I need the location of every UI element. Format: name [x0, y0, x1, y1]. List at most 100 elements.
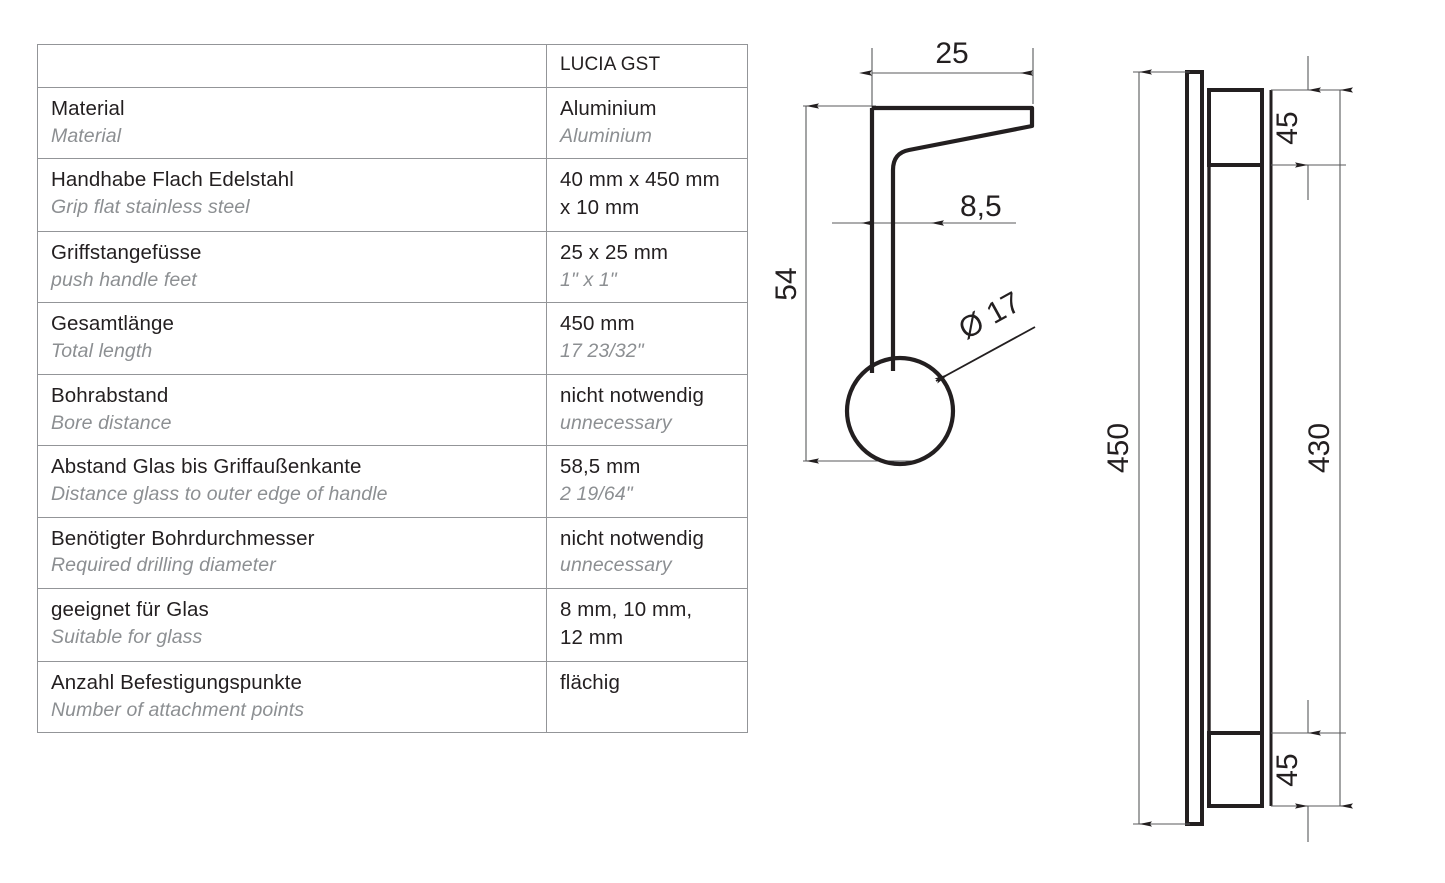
row-label-en: Bore distance — [51, 411, 172, 434]
elevation-foot-top — [1207, 88, 1264, 167]
row-value-cell: flächig — [546, 660, 748, 734]
table-row: geeignet für Glas Suitable for glass 8 m… — [37, 587, 748, 662]
profile-round-bar — [844, 355, 956, 467]
row-value-de: Aluminium — [560, 96, 657, 120]
profile-hook-outline — [872, 105, 1035, 371]
dimension-label-54: 54 — [770, 267, 803, 300]
dimension-label-diameter-17: Ø 17 — [953, 286, 1026, 346]
row-label-pad: Benötigter Bohrdurchmesser Required dril… — [38, 518, 546, 588]
row-label-pad: Gesamtlänge Total length — [38, 303, 546, 373]
row-value-de: flächig — [560, 670, 620, 694]
row-value-pad: Aluminium Aluminium — [547, 88, 747, 158]
dimension-height-54: 54 — [770, 103, 819, 464]
row-value-pad: flächig — [547, 662, 747, 706]
row-label-en: Required drilling diameter — [51, 554, 276, 577]
row-label-de: Bohrabstand — [51, 383, 169, 407]
row-label-pad: Bohrabstand Bore distance — [38, 375, 546, 445]
row-label-cell: Abstand Glas bis Griffaußenkante Distanc… — [37, 445, 547, 518]
row-label-cell: Material Material — [37, 86, 547, 160]
dimension-foot-top-45: 45 — [1271, 56, 1321, 200]
section-view-group: 25 54 8,5 Ø 17 — [770, 37, 1036, 467]
row-label-cell: Griffstangefüsse push handle feet — [37, 230, 547, 304]
row-label-de: Anzahl Befestigungspunkte — [51, 670, 302, 694]
table-row: Material Material Aluminium Aluminium — [37, 86, 748, 160]
row-value-de: 58,5 mm — [560, 455, 641, 479]
row-label-de: Gesamtlänge — [51, 312, 175, 336]
table-body: LUCIA GST Material Material Aluminium Al… — [37, 44, 748, 734]
dimension-width-25: 25 — [859, 37, 1033, 76]
row-value-pad: 25 x 25 mm 1" x 1" — [547, 232, 747, 302]
row-label-cell: Benötigter Bohrdurchmesser Required dril… — [37, 516, 547, 589]
row-value-en: 2 19/64" — [560, 483, 633, 506]
row-value-pad: 8 mm, 10 mm, 12 mm — [547, 589, 747, 661]
row-label-cell: Gesamtlänge Total length — [37, 302, 547, 375]
row-value-pad: nicht notwendig unnecessary — [547, 375, 747, 445]
table-row: Griffstangefüsse push handle feet 25 x 2… — [37, 230, 748, 304]
row-label-cell: Handhabe Flach Edelstahl Grip flat stain… — [37, 158, 547, 232]
table-header-row: LUCIA GST — [37, 44, 748, 88]
row-value-de: 450 mm — [560, 312, 635, 336]
row-value-pad: 40 mm x 450 mm x 10 mm — [547, 159, 747, 231]
row-value-de: 8 mm, 10 mm, 12 mm — [560, 597, 693, 649]
table-row: Gesamtlänge Total length 450 mm 17 23/32… — [37, 302, 748, 375]
row-value-pad: 58,5 mm 2 19/64" — [547, 446, 747, 516]
row-value-de: 25 x 25 mm — [560, 240, 669, 264]
row-label-de: geeignet für Glas — [51, 597, 209, 621]
row-label-de: Handhabe Flach Edelstahl — [51, 168, 294, 192]
dimension-thickness-85: 8,5 — [832, 190, 1016, 226]
dimension-label-450: 450 — [1102, 423, 1135, 473]
dimension-label-430: 430 — [1303, 423, 1336, 473]
dimension-foot-bottom-45: 45 — [1271, 700, 1321, 842]
row-label-de: Griffstangefüsse — [51, 240, 202, 264]
row-label-en: Grip flat stainless steel — [51, 196, 250, 219]
row-label-pad: geeignet für Glas Suitable for glass — [38, 589, 546, 659]
row-label-en: Material — [51, 124, 122, 147]
row-label-en: Number of attachment points — [51, 698, 305, 721]
row-label-de: Benötigter Bohrdurchmesser — [51, 526, 315, 550]
dimension-inner-length-430: 430 — [1303, 87, 1353, 809]
row-label-pad: Abstand Glas bis Griffaußenkante Distanc… — [38, 446, 546, 516]
row-label-pad: Handhabe Flach Edelstahl Grip flat stain… — [38, 159, 546, 229]
row-label-en: push handle feet — [51, 268, 197, 291]
row-value-cell: 40 mm x 450 mm x 10 mm — [546, 158, 748, 232]
row-value-cell: Aluminium Aluminium — [546, 86, 748, 160]
row-value-pad: nicht notwendig unnecessary — [547, 518, 747, 588]
table-row: Anzahl Befestigungspunkte Number of atta… — [37, 660, 748, 734]
elevation-outer-bar — [1185, 70, 1204, 826]
specification-table: LUCIA GST Material Material Aluminium Al… — [37, 44, 748, 734]
diameter-callout-17: Ø 17 — [934, 286, 1036, 384]
row-label-en: Suitable for glass — [51, 625, 203, 648]
product-name: LUCIA GST — [560, 54, 661, 75]
row-label-cell: geeignet für Glas Suitable for glass — [37, 587, 547, 662]
elevation-extension-lines — [1133, 71, 1346, 825]
row-value-en: Aluminium — [560, 124, 652, 147]
row-value-de: nicht notwendig — [560, 526, 704, 550]
row-value-de: 40 mm x 450 mm x 10 mm — [560, 168, 720, 220]
row-label-pad: Griffstangefüsse push handle feet — [38, 232, 546, 302]
row-label-pad: Material Material — [38, 88, 546, 158]
row-label-cell: Anzahl Befestigungspunkte Number of atta… — [37, 660, 547, 734]
header-value-pad: LUCIA GST — [547, 45, 747, 87]
dimension-label-85: 8,5 — [960, 190, 1002, 223]
row-value-cell: 450 mm 17 23/32" — [546, 302, 748, 375]
row-value-de: nicht notwendig — [560, 383, 704, 407]
row-value-cell: nicht notwendig unnecessary — [546, 516, 748, 589]
table-row: Benötigter Bohrdurchmesser Required dril… — [37, 516, 748, 589]
row-value-cell: nicht notwendig unnecessary — [546, 373, 748, 447]
dimension-total-length-450: 450 — [1102, 69, 1152, 827]
row-label-en: Total length — [51, 340, 153, 363]
row-label-de: Material — [51, 96, 125, 120]
table-row: Abstand Glas bis Griffaußenkante Distanc… — [37, 445, 748, 518]
elevation-foot-bottom — [1207, 731, 1264, 808]
table-row: Bohrabstand Bore distance nicht notwendi… — [37, 373, 748, 447]
header-cell-value: LUCIA GST — [546, 44, 748, 88]
header-cell-label — [37, 44, 547, 88]
dimension-label-25: 25 — [935, 37, 968, 70]
row-value-en: 1" x 1" — [560, 268, 617, 291]
dimension-label-foot-bottom-45: 45 — [1271, 753, 1304, 786]
table-row: Handhabe Flach Edelstahl Grip flat stain… — [37, 158, 748, 232]
row-label-cell: Bohrabstand Bore distance — [37, 373, 547, 447]
dimension-label-foot-top-45: 45 — [1271, 111, 1304, 144]
row-value-cell: 25 x 25 mm 1" x 1" — [546, 230, 748, 304]
section-extension-lines — [803, 48, 1034, 462]
